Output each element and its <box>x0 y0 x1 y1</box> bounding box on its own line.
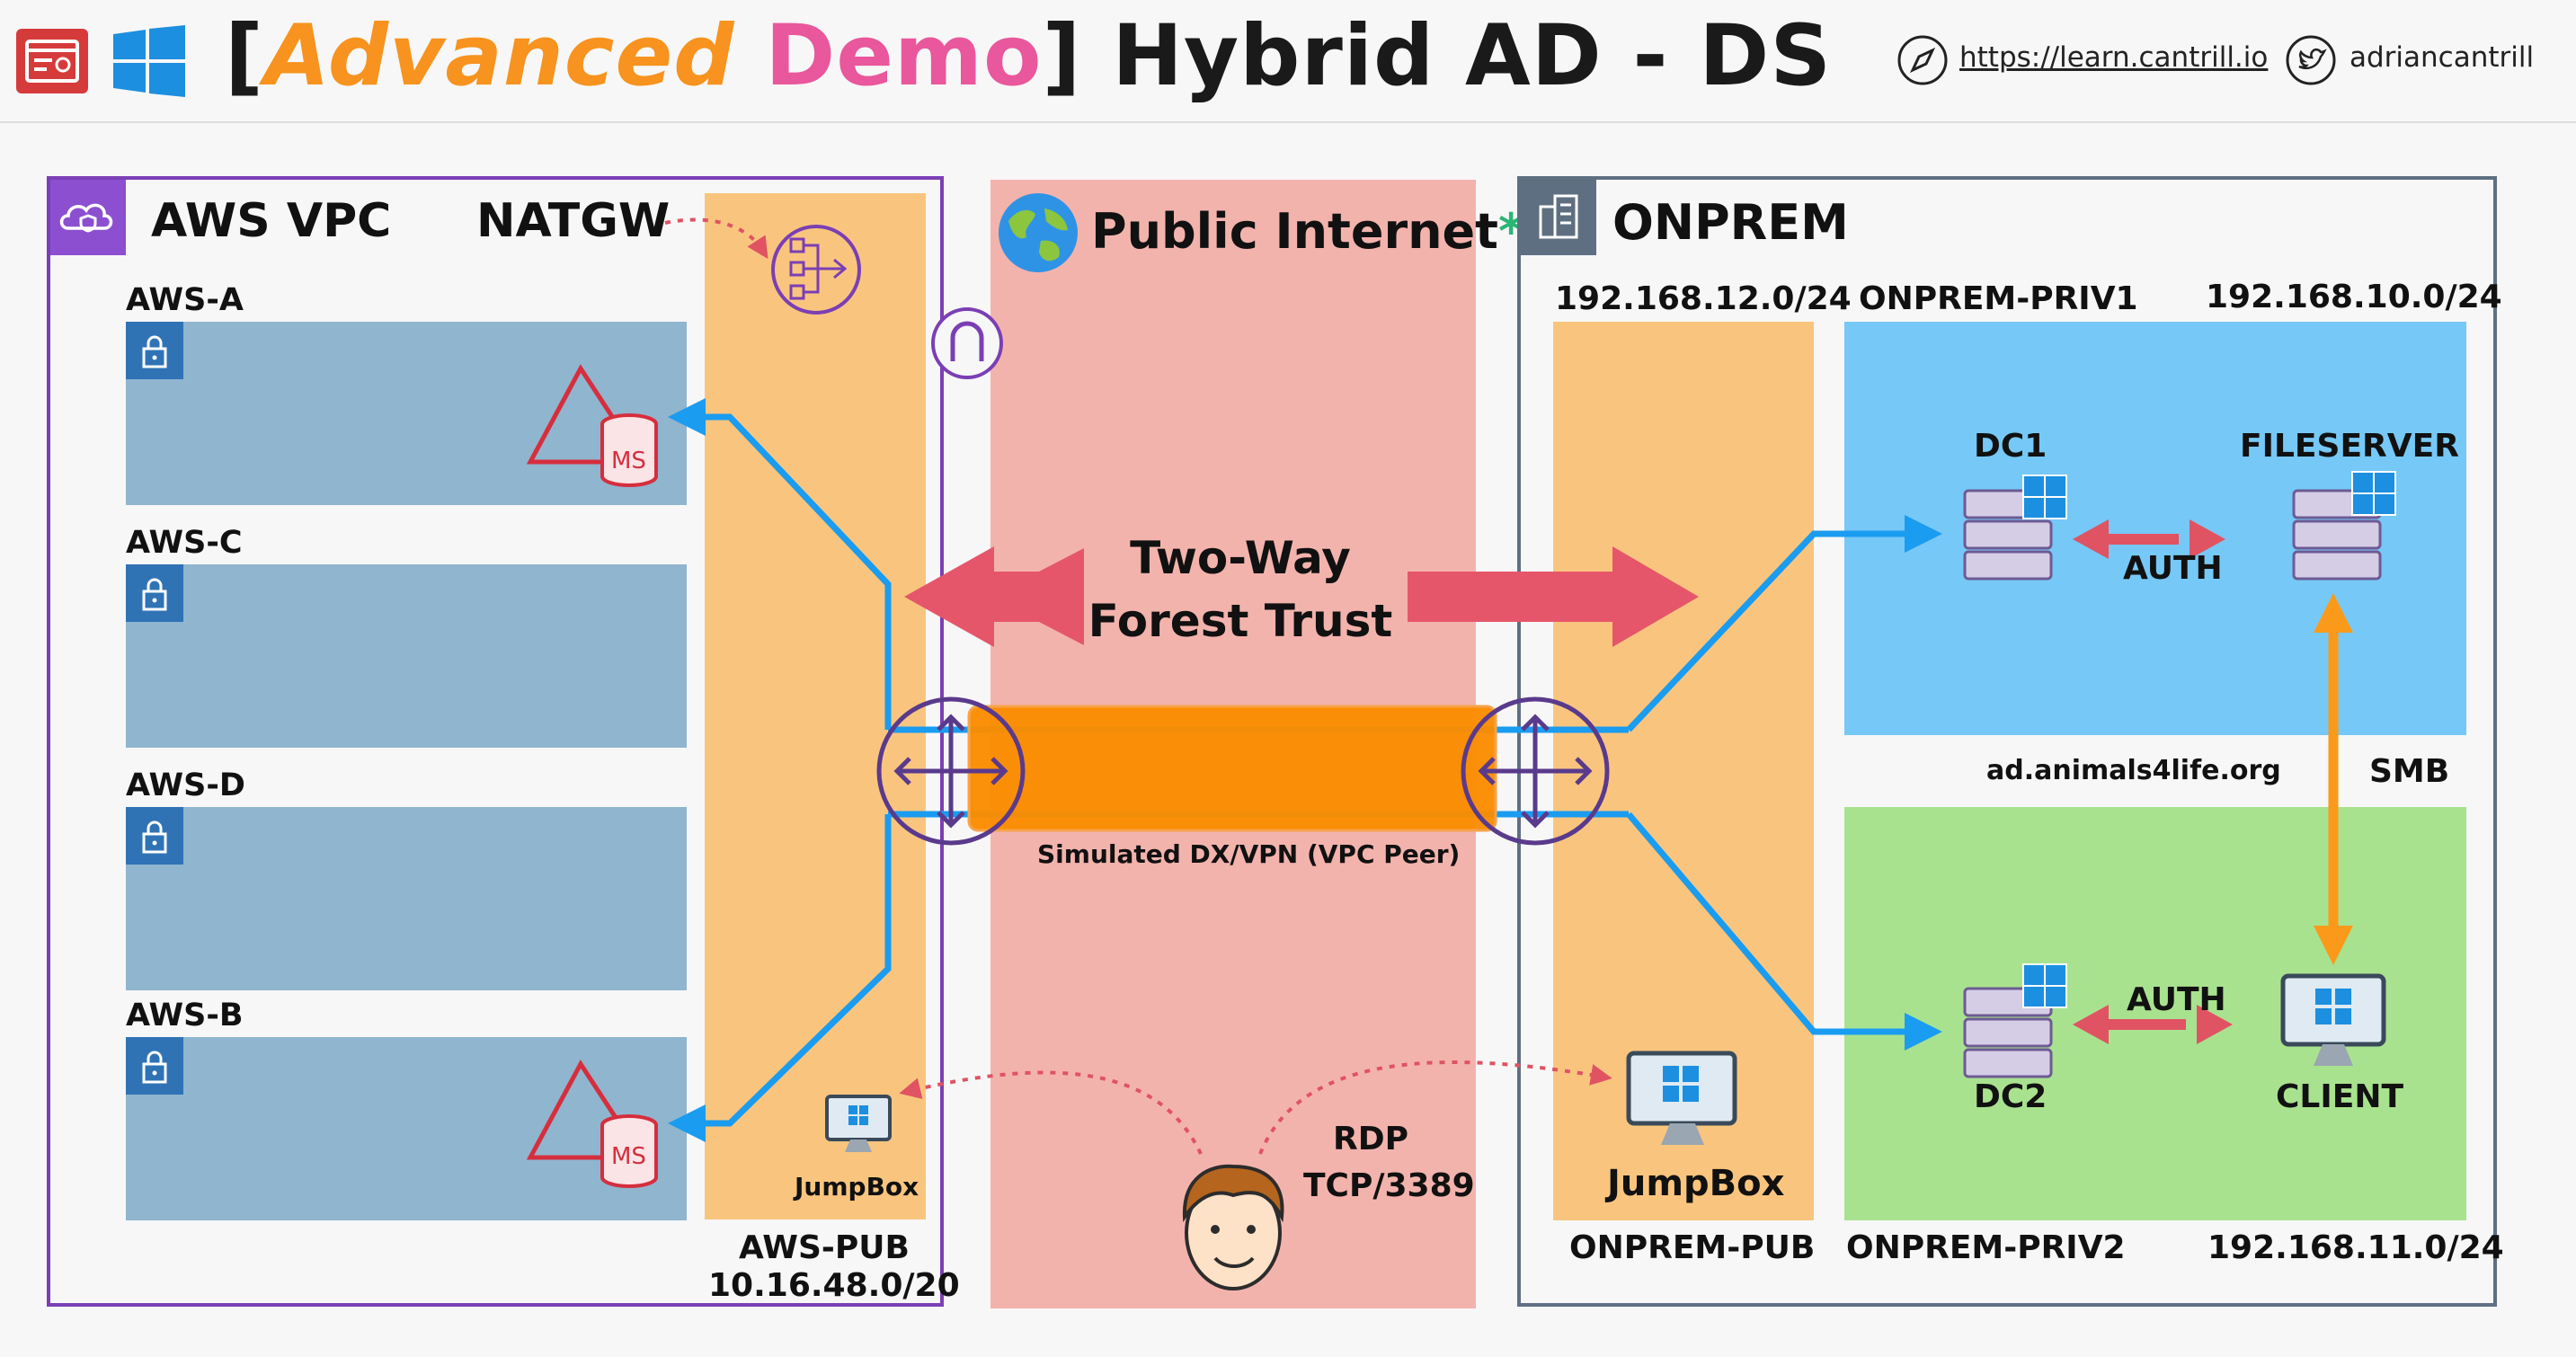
trust-label: Two-Way Forest Trust <box>1079 527 1402 652</box>
rdp-line1: RDP <box>1333 1121 1408 1157</box>
public-internet-title: Public Internet* <box>1091 203 1523 260</box>
title-demo: Demo <box>765 7 1043 105</box>
subnet-label-aws-b: AWS-B <box>126 998 244 1033</box>
link-aws-a-to-onprem <box>668 398 892 730</box>
dx-label: Simulated DX/VPN (VPC Peer) <box>1037 839 1461 869</box>
page-title: [Advanced Demo] Hybrid AD - DS <box>225 7 1832 105</box>
nat-gateway-icon <box>771 225 861 315</box>
lock-icon <box>126 564 183 622</box>
client-label: CLIENT <box>2276 1078 2404 1115</box>
subnet-aws-b <box>126 1037 687 1220</box>
subnet-aws-d <box>126 807 687 990</box>
rdp-dotted-arrow-aws <box>899 1070 1203 1155</box>
peering-icon-right <box>1461 696 1610 846</box>
ms-label: MS <box>611 448 646 475</box>
dx-vpn-bar <box>969 706 1496 830</box>
onprem-jumpbox-label: JumpBox <box>1607 1163 1785 1204</box>
course-link[interactable]: https://learn.cantrill.io <box>1959 41 2269 74</box>
building-icon <box>1521 180 1596 255</box>
rdp-dotted-arrow-onprem <box>1258 1060 1612 1155</box>
trust-arrow-right-shape <box>1408 546 1699 647</box>
fileserver-icon <box>2292 471 2396 581</box>
lock-icon <box>126 1037 183 1095</box>
subnet-label-aws-d: AWS-D <box>126 767 245 803</box>
onprem-priv2-name: ONPREM-PRIV2 <box>1846 1229 2126 1266</box>
ms-label: MS <box>611 1143 646 1170</box>
twitter-handle[interactable]: adriancantrill <box>2349 41 2535 74</box>
auth-arrow-dc2-client <box>2073 1005 2233 1044</box>
vpc-cloud-icon <box>50 180 126 255</box>
subnet-label-aws-c: AWS-C <box>126 525 243 561</box>
globe-icon <box>999 193 1078 272</box>
smb-arrow <box>2314 593 2353 965</box>
rdp-label: RDP TCP/3389 <box>1303 1116 1475 1210</box>
onprem-title: ONPREM <box>1612 194 1849 251</box>
subnet-aws-c <box>126 564 687 748</box>
auth-label: AUTH <box>2123 550 2223 587</box>
onprem-pub-name: ONPREM-PUB <box>1569 1229 1816 1266</box>
link-to-dc1 <box>1626 515 1942 732</box>
dc1-server-icon <box>1963 475 2067 581</box>
dc2-label: DC2 <box>1974 1078 2047 1115</box>
trust-line1: Two-Way <box>1130 532 1351 584</box>
aws-jumpbox-label: JumpBox <box>795 1172 919 1202</box>
demo-badge-icon <box>16 29 88 93</box>
managed-ad-icon <box>526 1060 658 1188</box>
title-bracket-open: [ <box>225 7 264 105</box>
lock-icon <box>126 322 183 379</box>
link-aws-b-to-onprem <box>668 814 892 1142</box>
rdp-line2: TCP/3389 <box>1303 1167 1475 1204</box>
aws-vpc-title: AWS VPC <box>151 194 392 248</box>
peering-icon-left <box>876 696 1026 846</box>
onprem-priv2-cidr: 192.168.11.0/24 <box>2207 1229 2504 1266</box>
windows-logo-icon <box>113 25 185 97</box>
twitter-icon <box>2286 35 2336 85</box>
dc2-server-icon <box>1963 963 2067 1078</box>
dc1-label: DC1 <box>1974 428 2047 465</box>
natgw-label: NATGW <box>476 194 671 248</box>
onprem-pub-cidr: 192.168.12.0/24 <box>1555 280 1852 317</box>
onprem-boundary <box>1517 176 2497 1307</box>
fileserver-label: FILESERVER <box>2240 428 2459 465</box>
link-to-dc2 <box>1626 812 1942 1051</box>
onprem-jumpbox-icon <box>1626 1051 1737 1145</box>
aws-pub-name: AWS-PUB <box>739 1229 910 1266</box>
auth-arrow-dc1-fileserver <box>2073 519 2225 559</box>
smb-label: SMB <box>2369 753 2450 790</box>
managed-ad-icon <box>526 364 658 487</box>
user-face-icon <box>1182 1164 1284 1290</box>
aws-pub-cidr: 10.16.48.0/20 <box>708 1267 960 1304</box>
compass-icon <box>1897 35 1948 85</box>
title-advanced: Advanced <box>263 7 735 105</box>
aws-vpc-boundary <box>47 176 944 1307</box>
lock-icon <box>126 807 183 865</box>
public-internet-text: Public Internet <box>1091 203 1498 260</box>
subnet-label-aws-a: AWS-A <box>126 282 244 318</box>
trust-line2: Forest Trust <box>1088 595 1393 647</box>
internet-gateway-icon <box>931 307 1003 379</box>
trust-arrow-left-shape <box>904 546 1084 647</box>
subnet-aws-a <box>126 322 687 505</box>
domain-label: ad.animals4life.org <box>1986 755 2281 786</box>
client-monitor-icon <box>2280 973 2386 1066</box>
onprem-priv1-cidr: 192.168.10.0/24 <box>2206 279 2502 315</box>
header-bar <box>0 0 2576 123</box>
aws-jumpbox-icon <box>825 1095 892 1152</box>
title-rest: ] Hybrid AD - DS <box>1042 7 1833 105</box>
natgw-dotted-arrow <box>664 217 768 260</box>
auth-label: AUTH <box>2127 981 2226 1018</box>
onprem-priv1-name: ONPREM-PRIV1 <box>1859 280 2138 317</box>
